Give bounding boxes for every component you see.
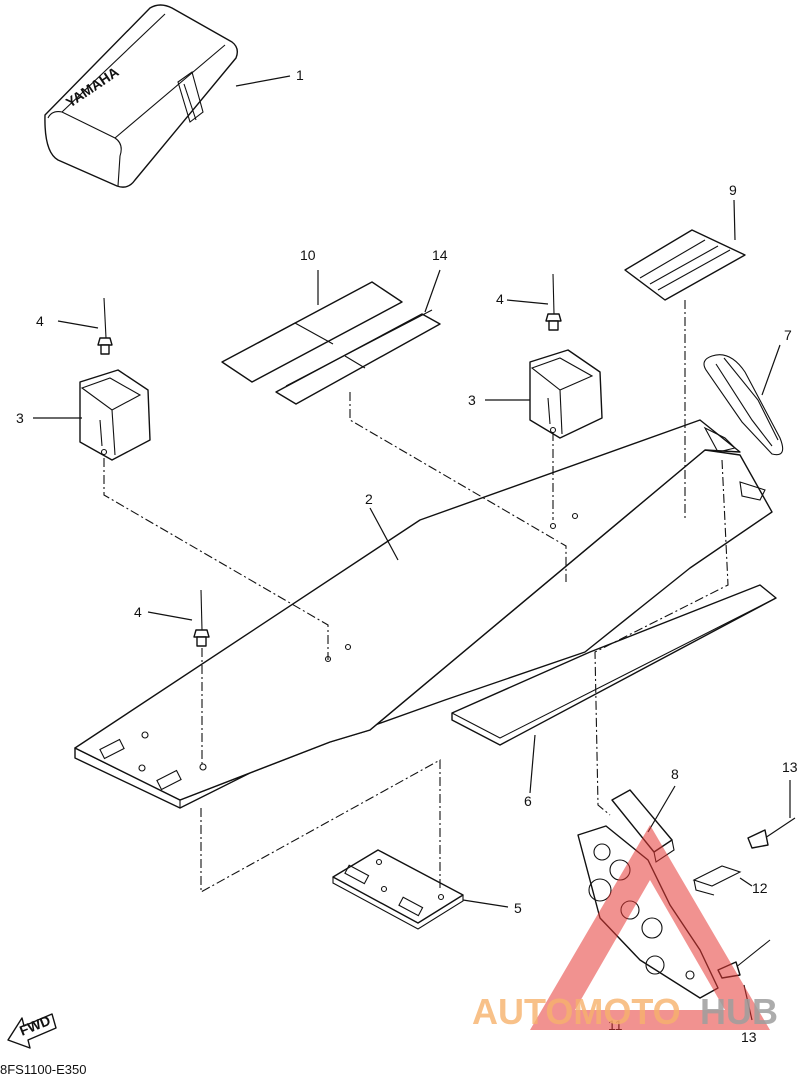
watermark-text-part2: HUB	[700, 991, 778, 1032]
callouts: 1 2 3 3 4 4 4 5 6 7 8 9 10 11 12 13 13 1…	[16, 67, 798, 1045]
watermark-text-part1: AUTOMOTO	[472, 991, 681, 1032]
clip-part-3-right	[529, 349, 603, 439]
step-pad-part-6	[451, 584, 777, 746]
clip-part-3-left	[79, 369, 151, 461]
callout-3-right: 3	[468, 392, 476, 408]
cable-part-7	[703, 354, 784, 456]
leader-lines	[33, 75, 791, 1021]
cover-part-1: YAMAHA	[44, 4, 239, 188]
diagram-code: 8FS1100-E350	[0, 1062, 87, 1076]
callout-7: 7	[784, 327, 792, 343]
rivet-part-4-c	[193, 589, 210, 647]
fwd-arrow-icon: FWD	[7, 1012, 57, 1049]
callout-13-a: 13	[782, 759, 798, 775]
rivet-part-4-b	[545, 273, 562, 331]
callout-4-c: 4	[134, 604, 142, 620]
callout-13-b: 13	[741, 1029, 757, 1045]
callout-8: 8	[671, 766, 679, 782]
callout-5: 5	[514, 900, 522, 916]
rivet-part-13-a	[747, 817, 796, 849]
decal-part-14	[275, 309, 441, 405]
callout-9: 9	[729, 182, 737, 198]
callout-10: 10	[300, 247, 316, 263]
clip-part-12	[692, 865, 742, 896]
callout-1: 1	[296, 67, 304, 83]
plate-part-5	[332, 849, 464, 930]
decal-part-10	[221, 281, 403, 383]
rivet-part-4-a	[97, 297, 113, 355]
assembly-lines	[103, 300, 729, 893]
callout-6: 6	[524, 793, 532, 809]
callout-2: 2	[365, 491, 373, 507]
watermark-triangle-icon	[530, 825, 770, 1030]
frame-part-2	[74, 419, 773, 809]
callout-3-left: 3	[16, 410, 24, 426]
watermark-logo: AUTOMOTO HUB	[472, 825, 778, 1032]
callout-14: 14	[432, 247, 448, 263]
callout-4-b: 4	[496, 291, 504, 307]
callout-12: 12	[752, 880, 768, 896]
callout-4-a: 4	[36, 313, 44, 329]
pad-part-9	[624, 229, 746, 301]
